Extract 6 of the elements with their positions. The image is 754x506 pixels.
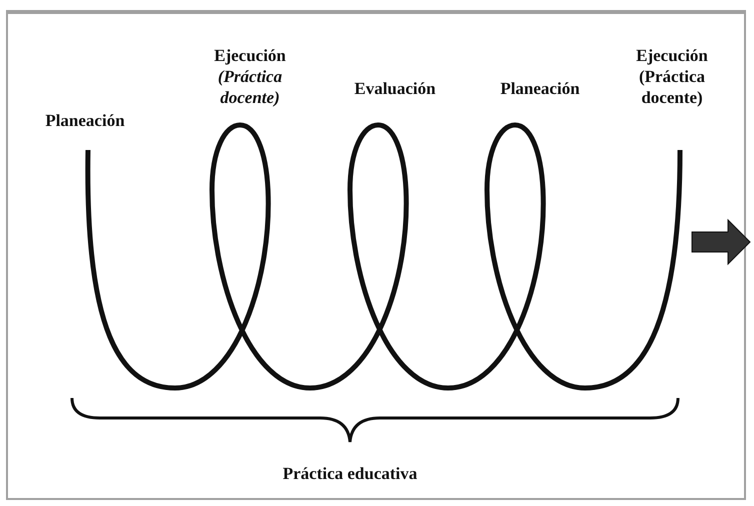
stage-label: Ejecución (Práctica docente) [213, 45, 287, 108]
stage-label: Evaluación [353, 78, 437, 99]
stage-label: Práctica educativa [282, 463, 418, 484]
stage-label: Ejecución (Práctica docente) [635, 45, 709, 108]
stage-label: Planeación [499, 78, 581, 99]
stage-label: Planeación [44, 110, 126, 131]
